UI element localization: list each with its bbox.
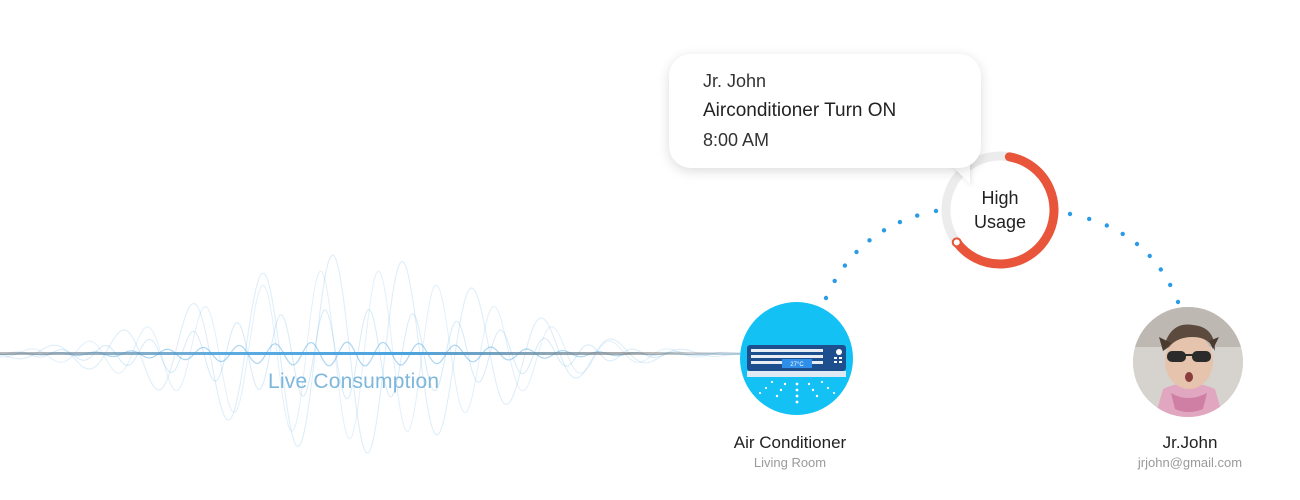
connector-dot <box>915 213 920 218</box>
notification-time: 8:00 AM <box>703 130 770 150</box>
connector-dot <box>1168 282 1173 288</box>
device-name: Air Conditioner <box>733 433 847 452</box>
connector-dot <box>1134 241 1140 247</box>
live-consumption-label: Live Consumption <box>268 370 440 393</box>
usage-label-line2: Usage <box>973 212 1027 232</box>
connector-dot <box>854 249 859 255</box>
user-avatar[interactable] <box>1133 307 1243 417</box>
user-email[interactable]: jrjohn@gmail.com <box>1137 455 1243 470</box>
connector-dot <box>1067 211 1073 217</box>
connector-dot <box>832 278 837 284</box>
usage-label-line1: High <box>981 188 1019 208</box>
notification-bubble[interactable]: Jr. John Airconditioner Turn ON 8:00 AM <box>669 54 981 168</box>
connector-dot <box>1175 299 1181 305</box>
air-conditioner-icon: 27°C <box>747 345 846 404</box>
waveform-curve <box>0 254 741 454</box>
ac-display-text: 27°C <box>790 362 804 368</box>
connector-dot <box>897 219 903 225</box>
connector-dot <box>933 208 939 214</box>
notification-user: Jr. John <box>703 71 767 91</box>
waveform-curve <box>0 270 741 440</box>
connector-dot <box>1147 253 1152 259</box>
usage-label: High Usage <box>950 186 1050 234</box>
connector-dot <box>842 263 848 268</box>
usage-meter-end-dot <box>951 237 962 248</box>
device-room: Living Room <box>753 455 827 470</box>
connector-dot <box>1120 231 1125 237</box>
usage-meter-arc <box>952 152 1059 269</box>
notification-action: Airconditioner Turn ON <box>703 100 897 121</box>
connector-dot <box>867 238 872 243</box>
user-name: Jr.John <box>1162 433 1218 452</box>
connector-dot <box>1087 216 1092 222</box>
device-button[interactable]: 27°C <box>740 302 853 415</box>
live-consumption-waveform <box>0 254 741 454</box>
connector-dot <box>881 228 887 233</box>
connector-dot <box>1104 223 1110 228</box>
waveform-curve <box>0 309 741 400</box>
connector-dot <box>1158 267 1164 272</box>
user-avatar-photo <box>1133 307 1243 417</box>
connector-dot <box>823 295 829 301</box>
waveform-baseline <box>0 352 740 355</box>
